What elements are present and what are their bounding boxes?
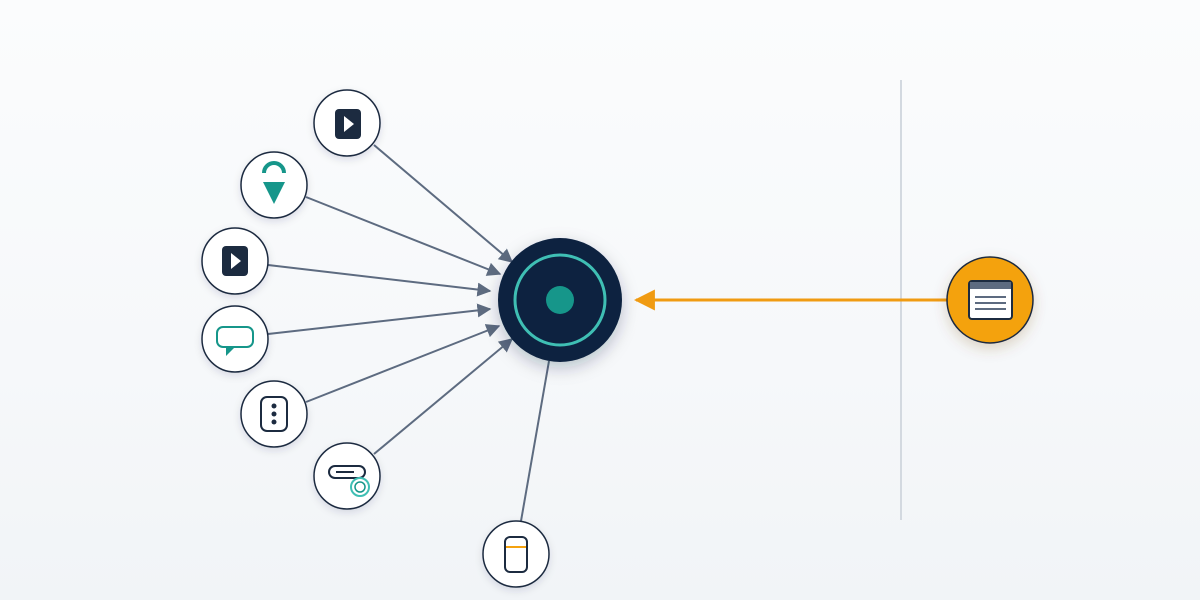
browser-window-node[interactable] — [946, 256, 1034, 344]
connector-line — [267, 303, 492, 335]
connector-line — [373, 338, 514, 455]
card-reader-node[interactable] — [313, 442, 381, 510]
chat-bubble-icon — [216, 326, 254, 356]
hub-node[interactable] — [498, 238, 622, 362]
browser-window-icon — [968, 280, 1013, 320]
hub-dot — [546, 286, 574, 314]
storage-jar-icon — [504, 536, 528, 573]
video-play-icon — [222, 246, 248, 276]
location-pin-node[interactable] — [240, 151, 308, 219]
video-tile-node[interactable] — [313, 89, 381, 157]
connector-line — [373, 144, 514, 263]
connector-line — [305, 196, 502, 276]
device-dots-node[interactable] — [240, 380, 308, 448]
video-play-icon — [335, 109, 361, 139]
connector-group — [267, 144, 550, 522]
chat-bubble-node[interactable] — [201, 305, 269, 373]
storage-jar-node[interactable] — [482, 520, 550, 588]
card-reader-icon — [328, 465, 370, 497]
connector-line — [520, 360, 550, 522]
location-pin-icon — [262, 161, 286, 204]
device-dots-icon — [260, 396, 288, 432]
video-tile-node-2[interactable] — [201, 227, 269, 295]
connector-line — [305, 324, 501, 403]
connector-line — [267, 264, 492, 297]
hub-ring — [513, 253, 607, 347]
